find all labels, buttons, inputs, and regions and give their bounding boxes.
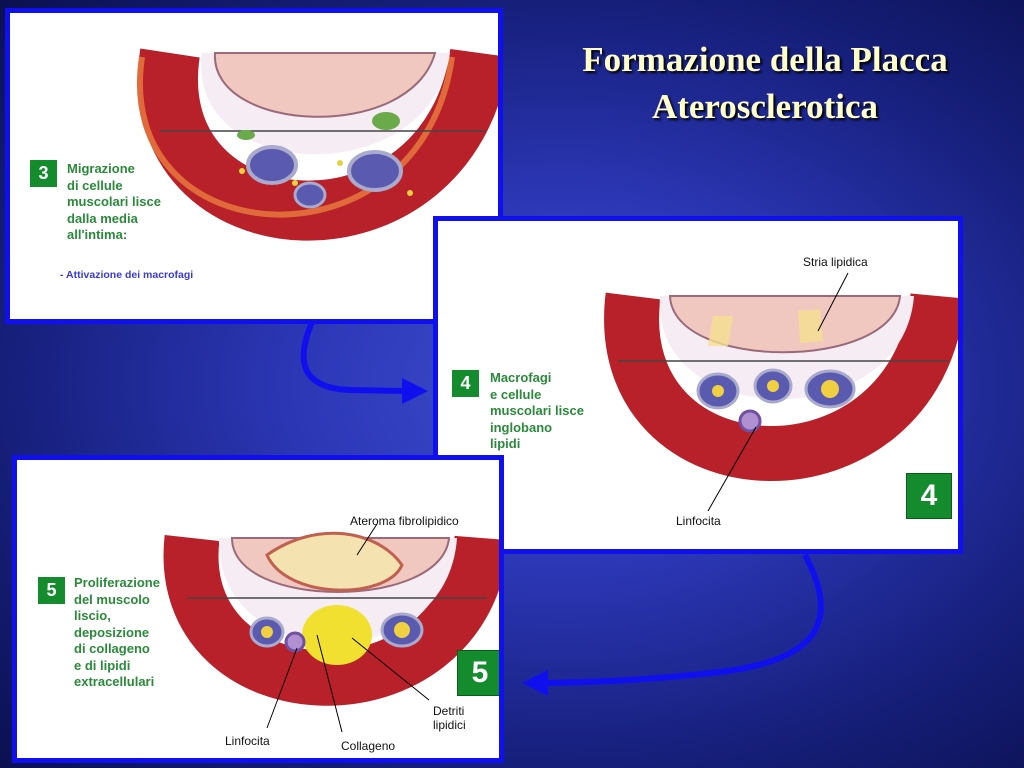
arrow-4-to-5 xyxy=(545,555,821,683)
arrow-3-to-4 xyxy=(304,322,405,391)
arrow-head-3-to-4 xyxy=(402,378,428,404)
arrow-head-4-to-5 xyxy=(522,670,548,696)
